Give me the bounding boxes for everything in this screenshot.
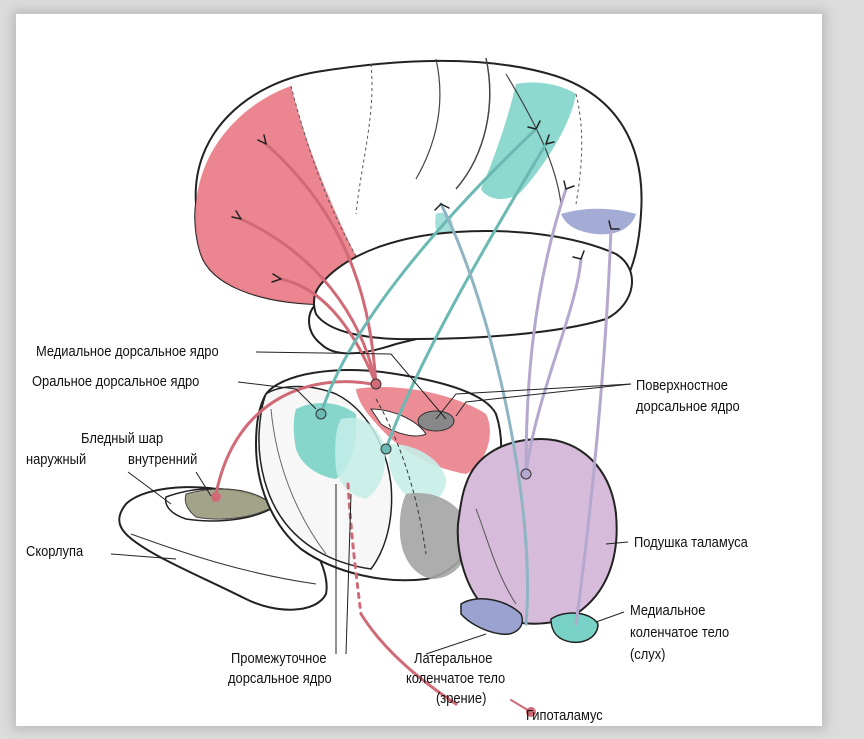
superficial-dorsal-nucleus xyxy=(418,411,454,431)
fiber-red-end xyxy=(211,492,221,502)
label-pulvinar: Подушка таламуса xyxy=(634,534,748,552)
cerebral-cortex xyxy=(195,58,641,353)
label-globus-pallidus: Бледный шар xyxy=(81,430,163,448)
label-lateral-geniculate-1: Латеральное xyxy=(414,650,492,668)
figure-frame: Медиальное дорсальное ядро Оральное дорс… xyxy=(16,14,822,726)
origin-dot-3 xyxy=(521,469,531,479)
label-medial-geniculate-1: Медиальное xyxy=(630,602,705,620)
label-medial-dorsal-nucleus: Медиальное дорсальное ядро xyxy=(36,343,219,361)
label-intermediate-dorsal-1: Промежуточное xyxy=(231,650,327,668)
label-lateral-geniculate-3: (зрение) xyxy=(436,690,486,708)
medial-geniculate-body xyxy=(551,613,598,642)
label-medial-geniculate-3: (слух) xyxy=(630,646,665,664)
label-intermediate-dorsal-2: дорсальное ядро xyxy=(228,670,332,688)
label-oral-dorsal-nucleus: Оральное дорсальное ядро xyxy=(32,373,199,391)
label-putamen: Скорлупа xyxy=(26,543,83,561)
label-gp-external: наружный xyxy=(26,451,86,469)
label-gp-internal: внутренний xyxy=(128,451,197,469)
label-hypothalamus: Гипоталамус xyxy=(526,707,603,725)
origin-dot-2 xyxy=(381,444,391,454)
label-lateral-geniculate-2: коленчатое тело xyxy=(406,670,505,688)
label-medial-geniculate-2: коленчатое тело xyxy=(630,624,729,642)
origin-dot-4 xyxy=(371,379,381,389)
leader-medial-geniculate xyxy=(596,612,624,622)
origin-dot-1 xyxy=(316,409,326,419)
label-superficial-dorsal-2: дорсальное ядро xyxy=(636,398,740,416)
label-superficial-dorsal-1: Поверхностное xyxy=(636,377,728,395)
